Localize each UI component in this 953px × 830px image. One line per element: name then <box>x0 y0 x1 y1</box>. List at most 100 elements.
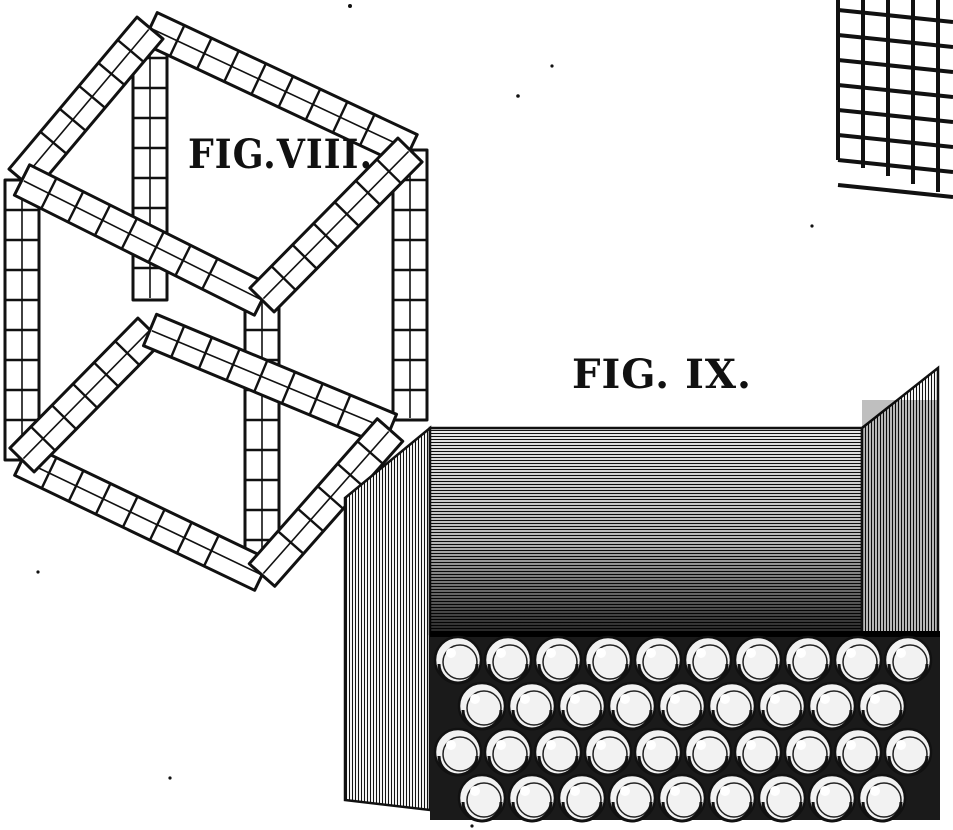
brick-joint <box>175 521 193 554</box>
grid-line-horizontal <box>837 58 953 74</box>
sphere-ring <box>816 690 852 726</box>
sphere-shadow-arc <box>587 755 629 777</box>
sphere-highlight <box>646 648 656 658</box>
sphere <box>807 773 857 823</box>
sphere <box>507 681 557 731</box>
sphere <box>707 681 757 731</box>
sphere <box>783 635 833 685</box>
sphere-ring <box>866 782 902 818</box>
brick-joint <box>201 258 219 290</box>
sphere-shadow-arc <box>761 709 803 731</box>
sphere-shadow-arc <box>637 755 679 777</box>
brick-joint <box>223 50 240 83</box>
sphere <box>857 773 907 823</box>
brick-joint <box>67 470 85 502</box>
sphere-highlight <box>496 648 506 658</box>
brick-joint <box>277 530 305 555</box>
sphere-shadow-arc <box>887 755 929 777</box>
sphere-shadow-arc <box>587 663 629 685</box>
sphere-highlight <box>520 786 530 796</box>
brick-joint <box>78 84 106 109</box>
sphere-ring <box>766 690 802 726</box>
brick-beam <box>391 148 429 422</box>
sphere <box>457 773 507 823</box>
brick-joint <box>147 231 165 263</box>
beam-edge-line <box>151 28 409 150</box>
sphere <box>807 681 857 731</box>
brick-joint <box>270 265 297 291</box>
sphere-ring <box>442 644 478 680</box>
sphere <box>433 635 483 685</box>
brick-beam <box>12 163 272 317</box>
sphere-shadow-arc <box>537 663 579 685</box>
brick-joint <box>196 37 213 70</box>
sphere-highlight <box>496 740 506 750</box>
sphere-highlight <box>520 694 530 704</box>
sphere-shadow-arc <box>711 709 753 731</box>
brick-beam <box>13 443 271 592</box>
brick-joint <box>30 425 57 452</box>
sphere-shadow-arc <box>487 663 529 685</box>
sphere-shadow-arc <box>437 663 479 685</box>
sphere-highlight <box>770 694 780 704</box>
sphere-shadow-arc <box>461 801 503 823</box>
brick-joint <box>66 191 85 223</box>
grid-line-horizontal <box>837 158 953 174</box>
sphere-highlight <box>546 740 556 750</box>
brick-joint <box>72 383 99 409</box>
brick-joint <box>148 508 166 541</box>
sphere-shadow-arc <box>811 801 853 823</box>
sphere-ring <box>742 644 778 680</box>
sphere-ring <box>466 690 502 726</box>
sphere-ring <box>866 690 902 726</box>
sphere <box>457 681 507 731</box>
sphere <box>883 635 933 685</box>
beam-edge-line <box>23 180 261 300</box>
brick-joint <box>375 158 402 185</box>
brick-joint <box>40 457 58 489</box>
sphere <box>683 635 733 685</box>
sphere-highlight <box>646 740 656 750</box>
sphere-highlight <box>570 786 580 796</box>
sphere-shadow-arc <box>561 801 603 823</box>
sphere-shadow-arc <box>861 709 903 731</box>
sphere-shadow-arc <box>711 801 753 823</box>
sphere-shadow-arc <box>761 801 803 823</box>
sphere-highlight <box>870 786 880 796</box>
sphere-ring <box>616 782 652 818</box>
brick-joint <box>331 101 349 134</box>
sphere <box>607 681 657 731</box>
sphere-highlight <box>846 648 856 658</box>
brick-beam <box>247 417 405 588</box>
brick-joint <box>97 62 126 86</box>
sphere-shadow-arc <box>787 755 829 777</box>
sphere-ring <box>642 644 678 680</box>
sphere-highlight <box>746 648 756 658</box>
beam-edge-line <box>151 330 389 430</box>
sphere-highlight <box>470 786 480 796</box>
grid-line-horizontal <box>837 33 953 49</box>
sphere-ring <box>816 782 852 818</box>
sphere <box>757 773 807 823</box>
sphere-ring <box>492 644 528 680</box>
sphere-shadow-arc <box>561 709 603 731</box>
sphere <box>857 681 907 731</box>
sphere-ring <box>666 690 702 726</box>
sphere <box>483 635 533 685</box>
sphere <box>657 773 707 823</box>
sphere-ring <box>642 736 678 772</box>
beam-edge-line <box>262 150 410 300</box>
brick-joint <box>93 204 112 236</box>
sphere <box>533 635 583 685</box>
brick-joint <box>316 485 344 510</box>
brick-joint <box>58 107 87 132</box>
sphere-highlight <box>720 694 730 704</box>
grid-line-horizontal <box>837 108 953 124</box>
brick-cube-frame <box>3 11 429 592</box>
sphere-highlight <box>820 694 830 704</box>
open-box-with-spheres <box>343 365 940 823</box>
print-specks <box>36 4 814 828</box>
grid-line-horizontal <box>837 133 953 149</box>
sphere <box>657 681 707 731</box>
brick-joint <box>358 114 376 146</box>
